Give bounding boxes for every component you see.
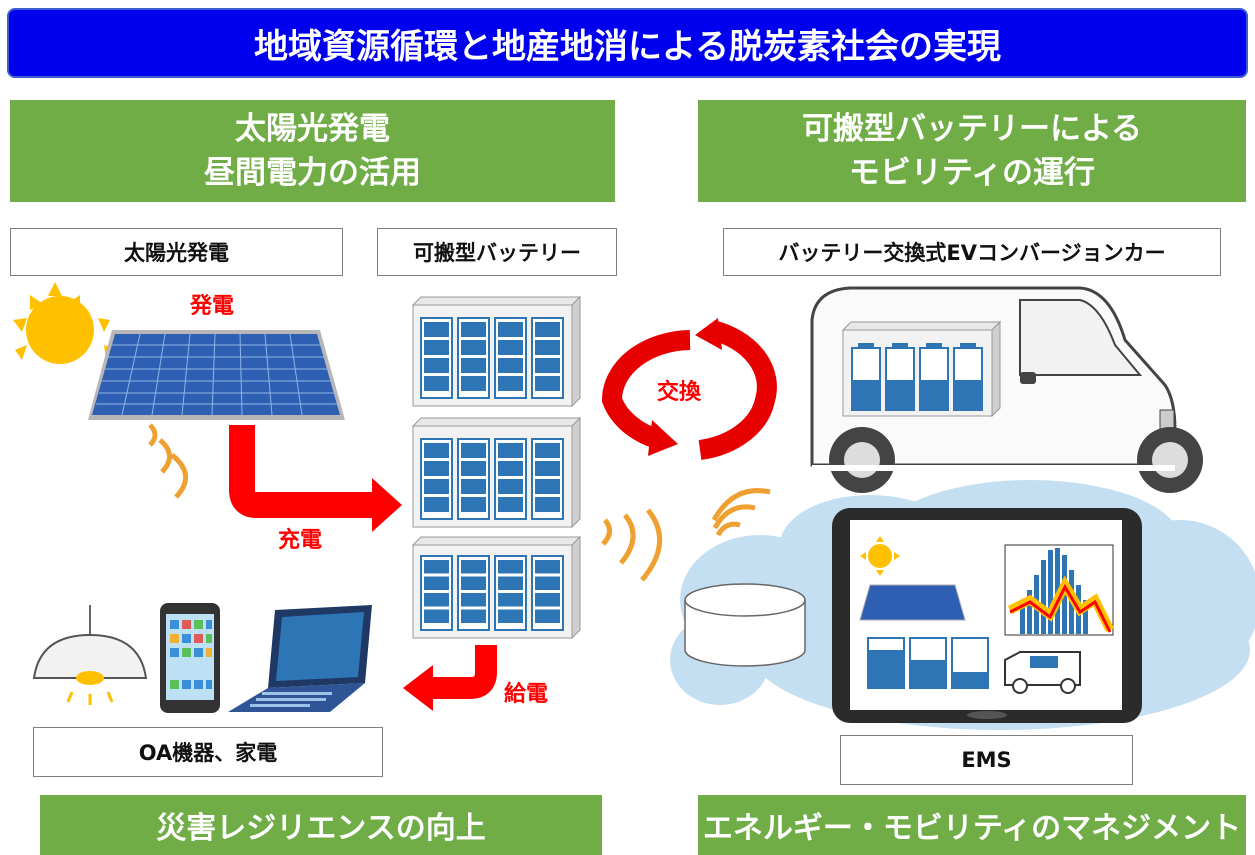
battery-cell-segment: [498, 461, 523, 476]
battery-cell-segment: [461, 497, 486, 512]
battery-cell-segment: [498, 479, 523, 494]
battery-cell-segment: [461, 322, 486, 337]
battery-cell-segment: [535, 560, 560, 574]
tablet-icon: [832, 508, 1142, 723]
battery-cell-segment: [424, 358, 449, 373]
battery-cell-segment: [461, 479, 486, 494]
battery-cell-segment: [535, 376, 560, 391]
footer-left: 災害レジリエンスの向上: [40, 795, 602, 855]
battery-cell-segment: [461, 576, 486, 590]
left-header-line2: 昼間電力の活用: [204, 155, 421, 191]
battery-cell-segment: [498, 609, 523, 623]
battery-cell-segment: [535, 322, 560, 337]
battery-cell-segment: [424, 443, 449, 458]
charge-arrow: [229, 425, 402, 532]
van-small-icon: [1004, 651, 1081, 694]
laptop-icon: [228, 605, 372, 712]
right-header-line2: モビリティの運行: [848, 155, 1096, 191]
battery-cell-segment: [498, 340, 523, 355]
supply-arrow: [403, 645, 497, 711]
title-banner: 地域資源循環と地産地消による脱炭素社会の実現: [7, 8, 1248, 78]
solar-label: 太陽光発電: [10, 228, 343, 276]
battery-cell-segment: [535, 479, 560, 494]
wireless-signal-icon: [148, 423, 188, 499]
battery-cell-segment: [498, 358, 523, 373]
battery-cell-segment: [461, 443, 486, 458]
battery-cell-segment: [535, 358, 560, 373]
battery-cell-segment: [424, 576, 449, 590]
battery-cell-segment: [535, 497, 560, 512]
lamp-icon: [32, 605, 148, 705]
battery-cell-segment: [498, 593, 523, 607]
battery-cell-segment: [424, 376, 449, 391]
battery-stack-icon: [411, 295, 582, 640]
battery-cell-segment: [424, 479, 449, 494]
battery-cell-segment: [424, 593, 449, 607]
solar-panel-icon: [88, 330, 345, 420]
charge-annotation: 充電: [278, 528, 323, 553]
battery-cell-segment: [535, 593, 560, 607]
database-icon: [684, 583, 806, 667]
battery-cell-segment: [424, 560, 449, 574]
left-header: 太陽光発電 昼間電力の活用: [10, 100, 615, 202]
battery-cell-segment: [424, 609, 449, 623]
battery-cell-segment: [461, 560, 486, 574]
battery-cell-segment: [461, 376, 486, 391]
battery-cell-segment: [535, 443, 560, 458]
generate-annotation: 発電: [190, 294, 235, 319]
footer-left-text: 災害レジリエンスの向上: [156, 811, 486, 846]
battery-cell-segment: [535, 340, 560, 355]
ev-van-icon: [810, 286, 1203, 493]
battery-cell-segment: [498, 376, 523, 391]
right-header-line1: 可搬型バッテリーによる: [801, 111, 1143, 147]
battery-cell-segment: [498, 497, 523, 512]
battery-cell-segment: [498, 322, 523, 337]
battery-cell-segment: [535, 609, 560, 623]
footer-right-text: エネルギー・モビリティのマネジメント: [702, 811, 1242, 846]
exchange-annotation: 交換: [657, 380, 702, 405]
battery-cell-segment: [498, 576, 523, 590]
right-header: 可搬型バッテリーによる モビリティの運行: [698, 100, 1246, 202]
page-title: 地域資源循環と地産地消による脱炭素社会の実現: [254, 26, 1001, 67]
battery-cell-segment: [498, 443, 523, 458]
appliances-label: OA機器、家電: [33, 727, 383, 777]
exchange-arrows-icon: [601, 318, 777, 460]
footer-right: エネルギー・モビリティのマネジメント: [698, 795, 1246, 855]
battery-cell-segment: [535, 576, 560, 590]
sun-icon: [13, 282, 116, 364]
battery-cell-segment: [424, 497, 449, 512]
battery-cell-segment: [461, 461, 486, 476]
battery-cell-segment: [461, 358, 486, 373]
battery-cell-segment: [535, 461, 560, 476]
battery-cell-segment: [424, 322, 449, 337]
smartphone-icon: [160, 603, 220, 713]
ems-label: EMS: [840, 735, 1133, 785]
wireless-signal-icon: [601, 488, 771, 582]
ev-label: バッテリー交換式EVコンバージョンカー: [723, 228, 1221, 276]
battery-cell-segment: [424, 461, 449, 476]
battery-cell-segment: [498, 560, 523, 574]
battery-cell-segment: [461, 593, 486, 607]
battery-cell-segment: [461, 340, 486, 355]
battery-label: 可搬型バッテリー: [377, 228, 617, 276]
battery-cell-segment: [461, 609, 486, 623]
left-header-line1: 太陽光発電: [235, 111, 390, 147]
supply-annotation: 給電: [504, 682, 549, 707]
battery-cell-segment: [424, 340, 449, 355]
